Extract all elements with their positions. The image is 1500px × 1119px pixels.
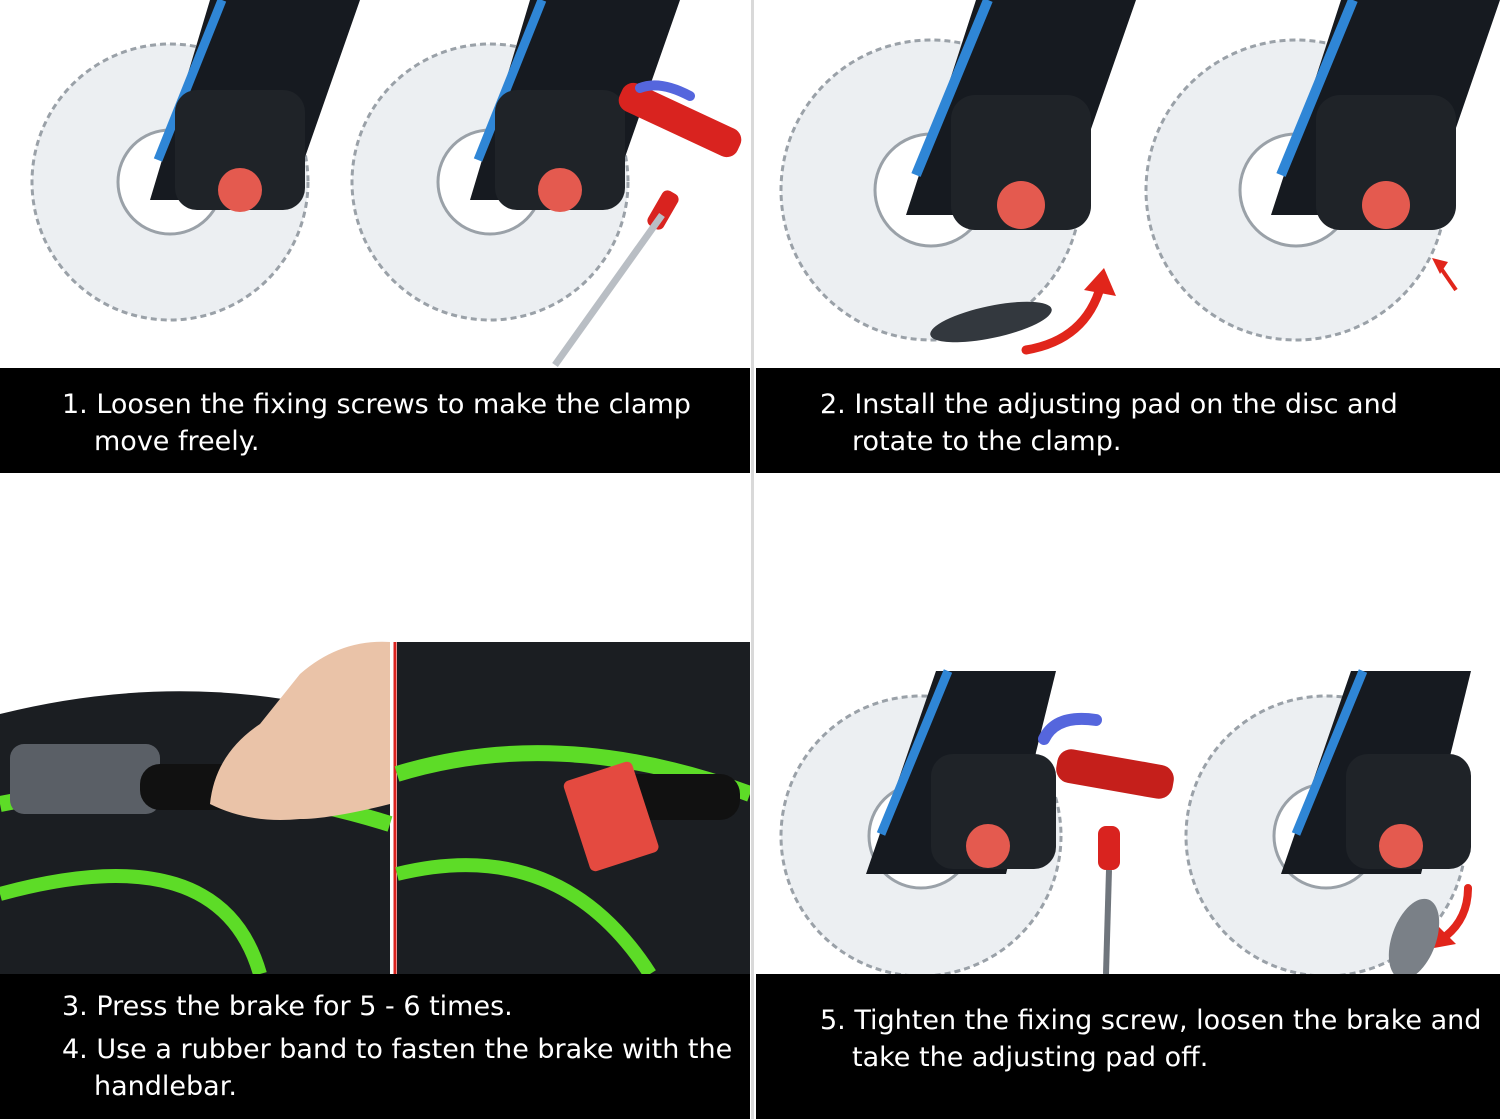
step-panel-4: 5. Tighten the fixing screw, loosen the … <box>756 474 1500 1119</box>
loosen-screws-illustration <box>30 0 742 368</box>
brake-caliper-icon <box>931 754 1471 869</box>
step-5-text: 5. Tighten the fixing screw, loosen the … <box>820 1005 1482 1073</box>
step-caption-3: 3. Press the brake for 5 - 6 times. 4. U… <box>0 974 750 1119</box>
adjusting-pad <box>1388 898 1440 974</box>
install-pad-illustration <box>779 0 1500 355</box>
step-caption-4: 5. Tighten the fixing screw, loosen the … <box>756 974 1500 1119</box>
step-panel-3: 3. Press the brake for 5 - 6 times. 4. U… <box>0 474 750 1119</box>
tighten-screw-illustration <box>779 669 1472 974</box>
step-caption-1: 1. Loosen the fixing screws to make the … <box>0 368 750 473</box>
step-4-text: 4. Use a rubber band to fasten the brake… <box>62 1034 733 1102</box>
brake-caliper-icon <box>951 95 1456 230</box>
brake-caliper-icon <box>175 90 625 212</box>
rubber-band-icon <box>563 761 659 872</box>
press-brake-illustration <box>0 641 750 974</box>
step-caption-2: 2. Install the adjusting pad on the disc… <box>756 368 1500 473</box>
step-panel-2: 2. Install the adjusting pad on the disc… <box>756 0 1500 474</box>
step-panel-1: 1. Loosen the fixing screws to make the … <box>0 0 750 474</box>
step-3-text: 3. Press the brake for 5 - 6 times. <box>62 991 513 1022</box>
t-wrench-icon <box>552 80 742 368</box>
adjusting-pad <box>930 301 1052 343</box>
step-2-text: 2. Install the adjusting pad on the disc… <box>820 389 1398 457</box>
panel-divider <box>751 0 754 1119</box>
step-1-text: 1. Loosen the fixing screws to make the … <box>62 389 691 457</box>
rotate-arrow-icon <box>1434 884 1472 948</box>
rotate-arrow-icon <box>1021 258 1458 355</box>
hand-icon <box>210 641 390 820</box>
t-wrench-icon <box>1038 712 1174 974</box>
